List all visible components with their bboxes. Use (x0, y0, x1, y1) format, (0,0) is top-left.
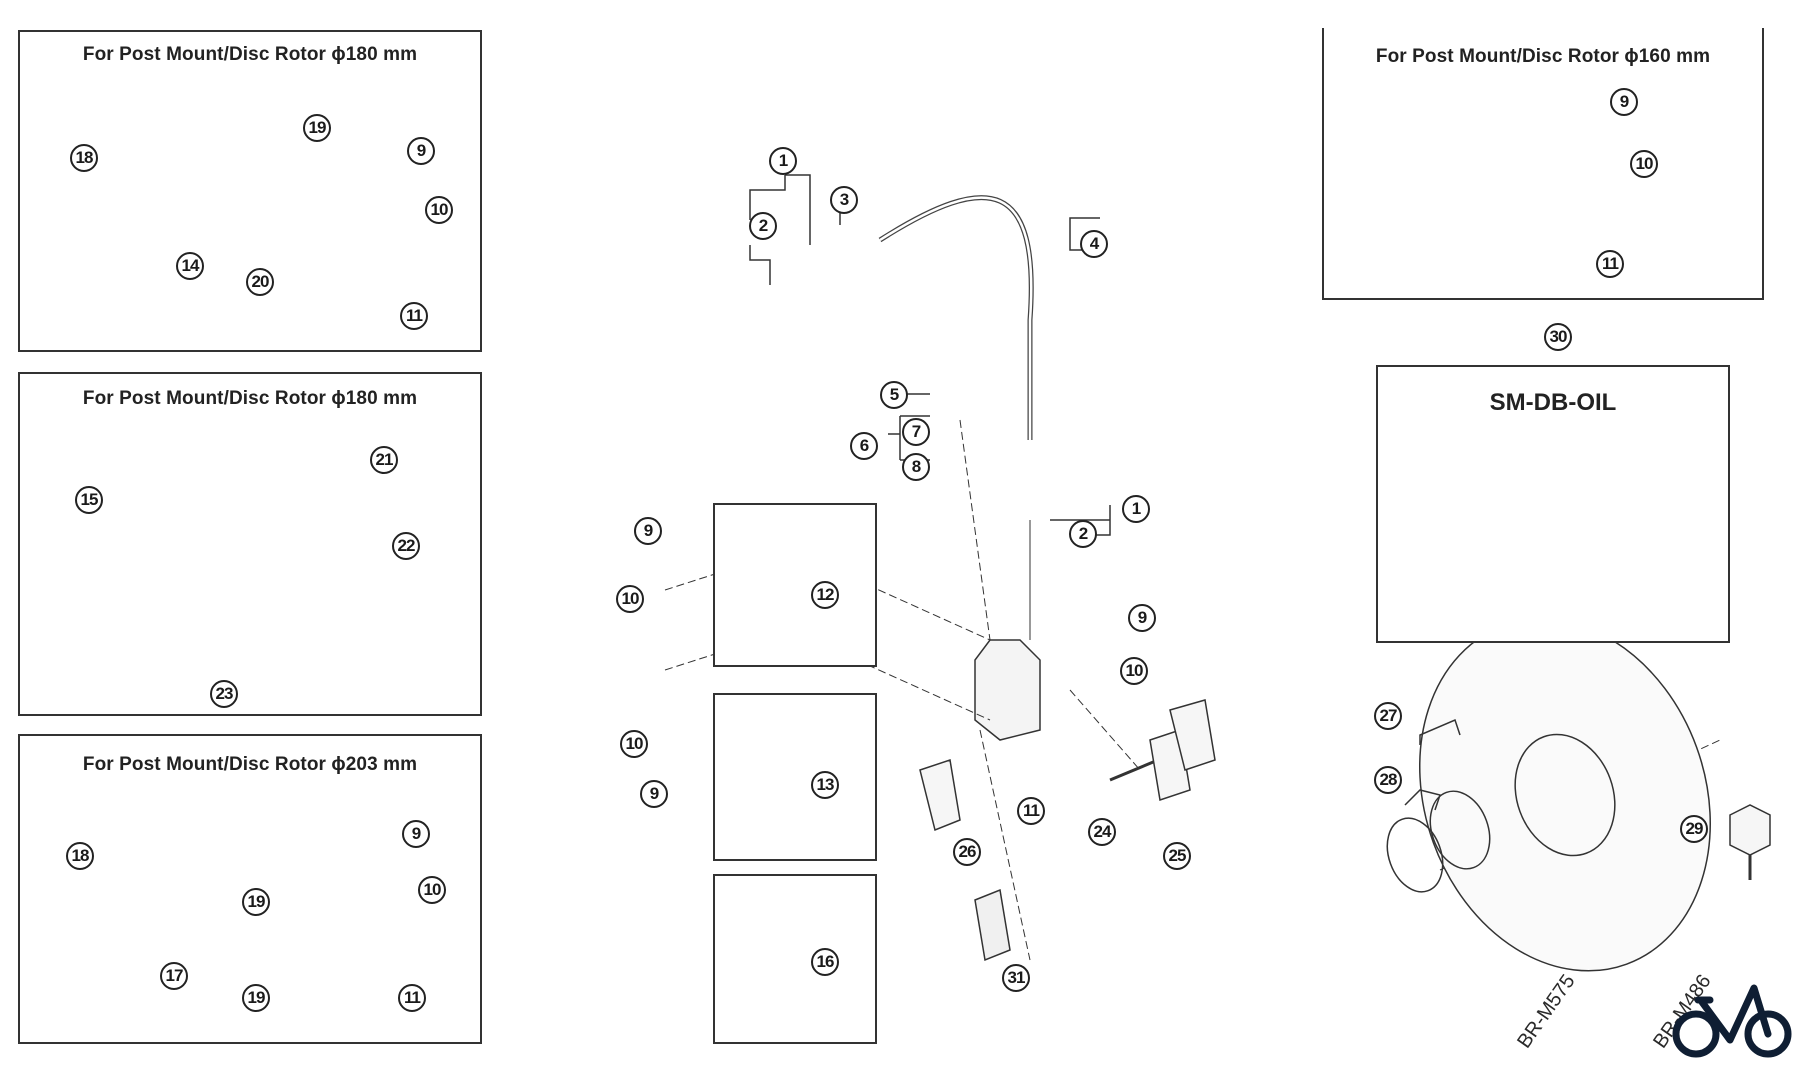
callout-9: 9 (640, 780, 668, 808)
callout-9: 9 (634, 517, 662, 545)
bicycle-logo-icon (1672, 984, 1792, 1058)
callout-19: 19 (242, 888, 270, 916)
callout-6: 6 (850, 432, 878, 460)
callout-19: 19 (242, 984, 270, 1012)
callout-16: 16 (811, 948, 839, 976)
lockring-tool (1729, 804, 1771, 856)
callout-11: 11 (1017, 797, 1045, 825)
callout-25: 25 (1163, 842, 1191, 870)
callout-10: 10 (1120, 657, 1148, 685)
callout-15: 15 (75, 486, 103, 514)
callout-3: 3 (830, 186, 858, 214)
callout-22: 22 (392, 532, 420, 560)
callout-10: 10 (418, 876, 446, 904)
adapter-box-13: 13 (713, 693, 877, 861)
panel-post-mount-160: For Post Mount/Disc Rotor ϕ160 mm 9 10 1… (1322, 28, 1764, 300)
callout-9: 9 (1128, 604, 1156, 632)
callout-9: 9 (1610, 88, 1638, 116)
callout-7: 7 (902, 418, 930, 446)
panel-title: For Post Mount/Disc Rotor ϕ180 mm (82, 44, 418, 65)
callout-20: 20 (246, 268, 274, 296)
callout-26: 26 (953, 838, 981, 866)
callout-11: 11 (1596, 250, 1624, 278)
callout-18: 18 (66, 842, 94, 870)
callout-1: 1 (1122, 495, 1150, 523)
callout-14: 14 (176, 252, 204, 280)
adapter-box-16: 16 (713, 874, 877, 1044)
disc-rotor (1419, 618, 1711, 972)
callout-31: 31 (1002, 964, 1030, 992)
callout-8: 8 (902, 453, 930, 481)
callout-24: 24 (1088, 818, 1116, 846)
callout-10: 10 (1630, 150, 1658, 178)
callout-10: 10 (620, 730, 648, 758)
callout-27: 27 (1374, 702, 1402, 730)
callout-29: 29 (1680, 815, 1708, 843)
callout-11: 11 (398, 984, 426, 1012)
panel-post-mount-180-b: For Post Mount/Disc Rotor ϕ180 mm 15 21 … (18, 372, 482, 716)
callout-13: 13 (811, 771, 839, 799)
callout-17: 17 (160, 962, 188, 990)
callout-23: 23 (210, 680, 238, 708)
panel-post-mount-180-a: For Post Mount/Disc Rotor ϕ180 mm 18 19 … (18, 30, 482, 352)
panel-title: For Post Mount/Disc Rotor ϕ180 mm (82, 388, 418, 409)
adapter-box-12: 12 (713, 503, 877, 667)
callout-2: 2 (749, 212, 777, 240)
panel-sm-db-oil: SM-DB-OIL (1376, 365, 1730, 643)
oil-title: SM-DB-OIL (1489, 389, 1617, 416)
callout-9: 9 (402, 820, 430, 848)
panel-title: For Post Mount/Disc Rotor ϕ203 mm (82, 754, 418, 775)
callout-21: 21 (370, 446, 398, 474)
callout-11: 11 (400, 302, 428, 330)
callout-1: 1 (769, 147, 797, 175)
callout-18: 18 (70, 144, 98, 172)
callout-28: 28 (1374, 766, 1402, 794)
callout-12: 12 (811, 581, 839, 609)
callout-19: 19 (303, 114, 331, 142)
callout-5: 5 (880, 381, 908, 409)
callout-10: 10 (425, 196, 453, 224)
callout-10: 10 (616, 585, 644, 613)
callout-4: 4 (1080, 230, 1108, 258)
callout-9: 9 (407, 137, 435, 165)
callout-30: 30 (1544, 323, 1572, 351)
callout-2: 2 (1069, 520, 1097, 548)
panel-title: For Post Mount/Disc Rotor ϕ160 mm (1375, 46, 1711, 67)
panel-post-mount-203: For Post Mount/Disc Rotor ϕ203 mm 18 9 1… (18, 734, 482, 1044)
model-label-br-m575: BR-M575 (1513, 970, 1580, 1053)
